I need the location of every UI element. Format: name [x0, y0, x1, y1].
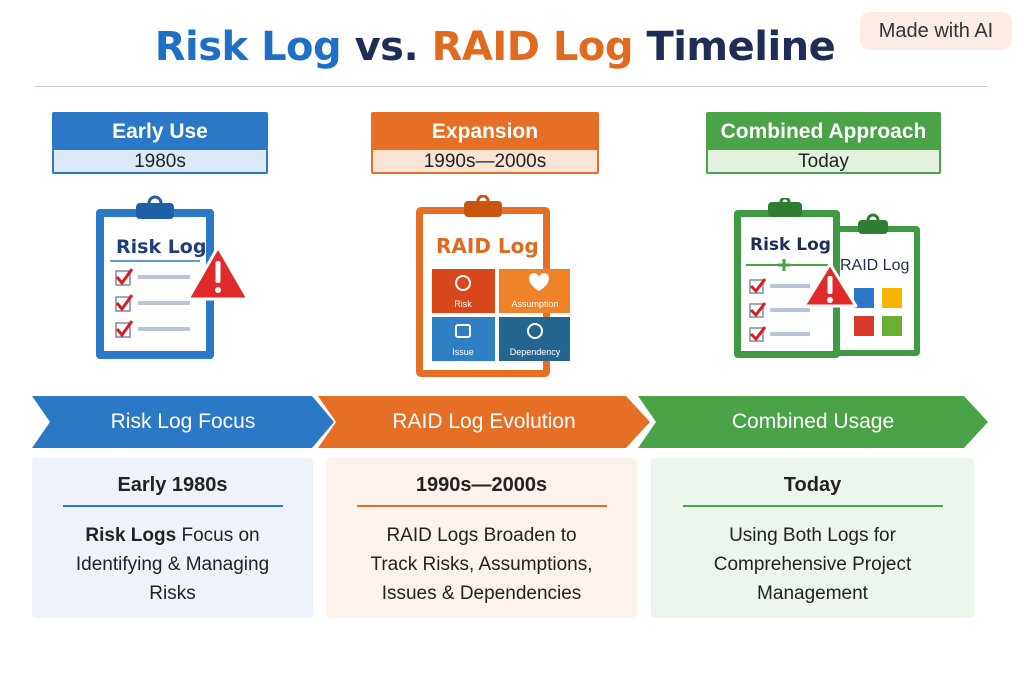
stage-label: Risk Log Focus	[110, 410, 256, 433]
panel-divider	[356, 505, 607, 507]
era-name: Early Use	[54, 114, 266, 150]
panel-body-bold: Risk Logs	[85, 525, 177, 546]
panel-heading: 1990s—2000s	[415, 474, 548, 496]
era-expansion: Expansion 1990s—2000s	[371, 112, 599, 174]
panel-body-line: Risks	[149, 583, 196, 604]
title-vs: vs.	[354, 24, 419, 70]
panel-body: Risk Logs Focus on Identifying & Managin…	[32, 521, 313, 608]
risk-log-clipboard-icon: Risk Log	[92, 195, 252, 365]
issue-tile-label: Issue	[452, 347, 474, 357]
stage-arrow-raid-log-evolution: RAID Log Evolution	[318, 396, 650, 448]
panel-body-line: RAID Logs Broaden to	[386, 525, 577, 546]
panel-divider	[62, 505, 283, 507]
made-with-ai-badge: Made with AI	[860, 12, 1012, 50]
panel-today: Today Using Both Logs for Comprehensive …	[651, 458, 974, 618]
panel-body-text: Focus on	[176, 525, 260, 546]
raid-log-label: RAID Log	[436, 234, 539, 258]
page-title: Risk Log vs. RAID Log Timeline	[0, 24, 990, 70]
title-risk-log: Risk Log	[154, 24, 342, 70]
stage-label: RAID Log Evolution	[392, 410, 576, 433]
stage-arrow-risk-log-focus: Risk Log Focus	[32, 396, 334, 448]
panel-body-line: Using Both Logs for	[729, 525, 896, 546]
panel-early-1980s: Early 1980s Risk Logs Focus on Identifyi…	[32, 458, 313, 618]
combined-raid-label: RAID Log	[840, 257, 909, 274]
era-name: Expansion	[373, 114, 597, 150]
panel-heading: Today	[783, 474, 842, 496]
title-raid-log: RAID Log	[431, 24, 634, 70]
era-period: 1990s—2000s	[373, 150, 597, 172]
assumption-tile-label: Assumption	[511, 299, 558, 309]
panel-body-line: Identifying & Managing	[75, 554, 270, 575]
title-divider	[35, 86, 988, 87]
panel-body: Using Both Logs for Comprehensive Projec…	[651, 521, 974, 608]
panel-body-line: Comprehensive Project	[713, 554, 912, 575]
risk-log-label: Risk Log	[116, 236, 206, 258]
risk-tile-label: Risk	[454, 299, 472, 309]
era-early-use: Early Use 1980s	[52, 112, 268, 174]
panel-divider	[682, 505, 943, 507]
era-name: Combined Approach	[708, 114, 939, 150]
combined-risk-label: Risk Log	[750, 235, 831, 255]
stage-arrow-combined-usage: Combined Usage	[638, 396, 988, 448]
dependency-tile-label: Dependency	[510, 347, 561, 357]
stage-label: Combined Usage	[731, 410, 895, 433]
era-combined-approach: Combined Approach Today	[706, 112, 941, 174]
panel-body-line: Track Risks, Assumptions,	[370, 554, 593, 575]
panel-heading: Early 1980s	[117, 474, 228, 496]
combined-clipboards-icon: RAID Log Risk Log	[732, 196, 924, 360]
panel-1990s-2000s: 1990s—2000s RAID Logs Broaden to Track R…	[326, 458, 637, 618]
panel-body: RAID Logs Broaden to Track Risks, Assump…	[326, 521, 637, 608]
era-period: 1980s	[54, 150, 266, 172]
era-period: Today	[708, 150, 939, 172]
title-timeline: Timeline	[646, 24, 836, 70]
panel-body-line: Management	[757, 583, 868, 604]
panel-body-line: Issues & Dependencies	[381, 583, 582, 604]
raid-log-clipboard-icon: RAID Log Risk Assumption Issue Dependenc…	[410, 194, 571, 380]
